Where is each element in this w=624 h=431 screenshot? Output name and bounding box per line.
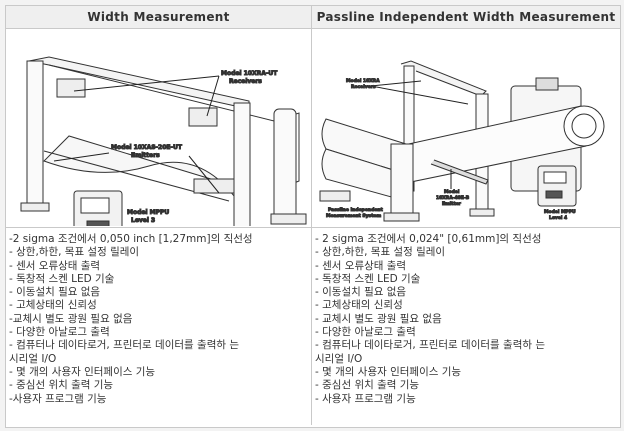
system-label-line2: Measurement System <box>326 213 381 219</box>
receivers-label-line2: Receivers <box>229 78 262 85</box>
system-label: Passline Independent <box>328 207 384 213</box>
feature-item: - 중심선 위치 출력 기능 <box>9 379 114 392</box>
feature-item: - 컴퓨터나 데이타로거, 프린터로 데이터를 출력하 는 <box>315 339 546 352</box>
receivers-label: Model 10XRA-UT <box>221 70 278 77</box>
feature-item: - 독창적 스켄 LED 기술 <box>315 272 421 285</box>
feature-item: - 이동설치 필요 없음 <box>315 286 407 299</box>
controller-label-line2: Level 3 <box>131 217 155 224</box>
feature-item: 시리얼 I/O <box>9 352 57 365</box>
width-measurement-features: -2 sigma 조건에서 0,050 inch [1,27mm]의 직선성 -… <box>6 228 312 425</box>
feature-item: - 몇 개의 사용자 인터페이스 기능 <box>9 365 156 378</box>
emitter-label-line3: Emitter <box>442 201 462 207</box>
passline-width-measurement-diagram: Model 10XRA Receivers Model 10XRA-40E-B … <box>312 29 620 228</box>
feature-item: -사용자 프로그램 기능 <box>9 392 107 405</box>
controller-label: Model MPPU <box>544 209 576 215</box>
emitters-label-line2: Emitters <box>131 152 160 159</box>
feature-item: - 다양한 아날로그 출력 <box>9 326 110 339</box>
comparison-table: Width Measurement Passline Independent W… <box>5 5 621 428</box>
feature-item: 시리얼 I/O <box>315 352 363 365</box>
feature-item: - 고체상태의 신뢰성 <box>9 299 97 312</box>
feature-item: - 다양한 아날로그 출력 <box>315 326 416 339</box>
receivers-label: Model 10XRA <box>346 78 380 84</box>
feature-item: -2 sigma 조건에서 0,050 inch [1,27mm]의 직선성 <box>9 233 253 245</box>
column-header-width-measurement: Width Measurement <box>6 6 312 29</box>
receivers-label-line2: Receivers <box>351 84 376 90</box>
feature-item: -교체시 별도 광원 필요 없음 <box>9 312 133 325</box>
column-header-passline-width-measurement: Passline Independent Width Measurement <box>312 6 620 29</box>
feature-item: - 고체상태의 신뢰성 <box>315 299 403 312</box>
feature-item: - 센서 오류상태 출력 <box>315 259 407 272</box>
feature-item: - 사용자 프로그램 기능 <box>315 392 416 405</box>
emitter-label: Model <box>444 189 460 195</box>
controller-label: Model MPPU <box>127 209 169 216</box>
feature-item: - 몇 개의 사용자 인터페이스 기능 <box>315 365 462 378</box>
passline-width-measurement-features: - 2 sigma 조건에서 0,024" [0,61mm]의 직선성 - 상한… <box>312 228 620 425</box>
emitters-label: Model 10XAS-20E-UT <box>111 144 183 151</box>
feature-item: - 센서 오류상태 출력 <box>9 259 101 272</box>
controller-label-line2: Level 4 <box>549 215 567 221</box>
feature-item: - 상한,하한, 목표 설정 릴레이 <box>315 246 446 259</box>
feature-item: - 이동설치 필요 없음 <box>9 286 101 299</box>
feature-item: - 컴퓨터나 데이타로거, 프린터로 데이터를 출력하 는 <box>9 339 240 352</box>
feature-item: - 상한,하한, 목표 설정 릴레이 <box>9 246 140 259</box>
feature-item: - 독창적 스켄 LED 기술 <box>9 272 115 285</box>
width-measurement-diagram: Model 10XRA-UT Receivers Model 10XAS-20E… <box>6 29 312 228</box>
emitter-label-line2: 10XRA-40E-B <box>436 195 470 201</box>
feature-item: - 2 sigma 조건에서 0,024" [0,61mm]의 직선성 <box>315 233 542 245</box>
feature-item: - 중심선 위치 출력 기능 <box>315 379 420 392</box>
feature-item: - 교체시 별도 광원 필요 없음 <box>315 312 442 325</box>
